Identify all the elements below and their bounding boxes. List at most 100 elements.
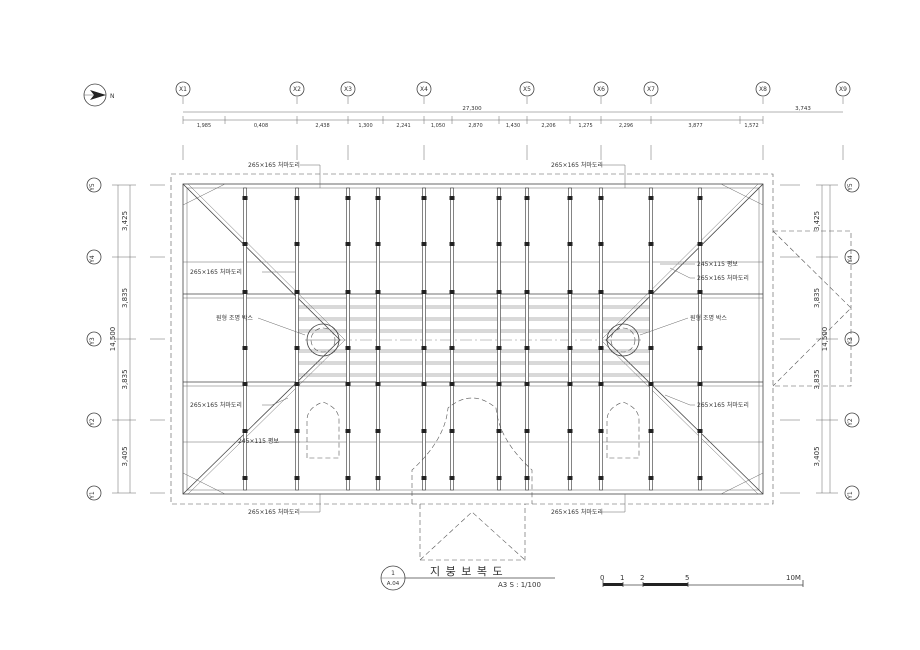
top-dim-value: 1,300 <box>358 123 372 129</box>
grid-bubble-y-right <box>844 412 860 428</box>
grid-label-x: X6 <box>597 86 605 93</box>
grid-bubble-y-left <box>86 485 102 501</box>
grid-bubble-y-right <box>844 177 860 193</box>
label-eave-left-upper: 265×165 처마도리 <box>190 268 242 276</box>
top-dimensions: 27,300 3,743 1,985 0,408 2,438 1,300 2,241 1,… <box>182 106 843 129</box>
grid-label-x: X8 <box>759 86 767 93</box>
title-sheet: A.04 <box>387 581 400 587</box>
grid-label-x: X4 <box>420 86 428 93</box>
grid-bubble-y-right <box>844 485 860 501</box>
top-dim-value: 1,985 <box>197 123 211 129</box>
top-dim-value: 3,877 <box>688 123 702 129</box>
top-dim-value: 2,296 <box>619 123 633 129</box>
drawing-title: 지 붕 보 복 도 <box>430 565 504 578</box>
grid-label-y-right: Y3 <box>847 337 854 346</box>
top-dim-value: 1,275 <box>578 123 592 129</box>
grid-label-y-right: Y5 <box>847 183 854 192</box>
label-eave-left-lower: 265×165 처마도리 <box>190 401 242 409</box>
top-extra-dim: 3,743 <box>795 106 811 112</box>
left-dim-value: 3,405 <box>121 446 129 466</box>
north-label: N <box>110 93 115 100</box>
grid-label-y-left: Y2 <box>89 418 96 427</box>
right-total-dim: 14,500 <box>821 327 829 352</box>
grid-label-y-left: Y3 <box>89 337 96 346</box>
grid-label-x: X5 <box>523 86 531 93</box>
scale-bar: 0 1 2 5 10M <box>600 574 804 587</box>
grid-label-x: X7 <box>647 86 655 93</box>
top-dim-value: 2,870 <box>468 123 482 129</box>
title-number: 1 <box>391 570 395 577</box>
label-eave-right-upper: 265×165 처마도리 <box>697 274 749 282</box>
label-beam-upper: 245×115 평보 <box>697 260 738 268</box>
grid-bubble-x <box>755 81 771 97</box>
scale-label-1: 1 <box>620 574 624 582</box>
label-eave-right-lower: 265×165 처마도리 <box>697 401 749 409</box>
annotation-labels: 265×165 처마도리 265×165 처마도리 265×165 처마도리 2… <box>190 161 749 516</box>
grid-label-x: X9 <box>839 86 847 93</box>
grid-bubble-x <box>519 81 535 97</box>
scale-label-2: 2 <box>640 574 644 582</box>
round-light-box-left <box>305 323 341 357</box>
top-dim-value: 2,206 <box>541 123 555 129</box>
grid-bubble-x <box>835 81 851 97</box>
scale-label-10m: 10M <box>786 574 801 582</box>
left-dim-value: 3,835 <box>121 288 129 308</box>
label-eave-top-right: 265×165 처마도리 <box>551 161 603 169</box>
scale-label-0: 0 <box>600 574 604 582</box>
top-dim-value: 0,408 <box>254 123 268 129</box>
horizontal-beams <box>183 261 763 443</box>
grid-label-x: X1 <box>179 86 187 93</box>
grid-bubble-x <box>643 81 659 97</box>
grid-bubble-x <box>593 81 609 97</box>
grid-label-y-left: Y5 <box>89 183 96 192</box>
north-arrow-icon: N <box>83 83 115 107</box>
grid-label-y-right: Y4 <box>847 255 854 264</box>
right-dimensions: 14,500 3,425 3,835 3,835 3,405 <box>813 185 831 493</box>
top-dim-value: 1,430 <box>506 123 520 129</box>
grid-bubble-y-left <box>86 249 102 265</box>
grid-label-y-right: Y2 <box>847 418 854 427</box>
drawing-title-block: 1 A.04 지 붕 보 복 도 A3 S : 1/100 <box>380 565 555 591</box>
roof-outline <box>170 173 852 561</box>
label-beam-lower: 245×115 평보 <box>238 437 279 445</box>
grid-bubble-y-left <box>86 177 102 193</box>
grid-bubble-y-right <box>844 249 860 265</box>
left-dim-value: 3,425 <box>121 211 129 231</box>
scale-label-5: 5 <box>685 574 689 582</box>
leader-lines <box>257 164 695 513</box>
top-dim-value: 1,050 <box>431 123 445 129</box>
grid-x-axes: X1 X2 X3 X4 X5 X6 X7 X8 X9 <box>175 81 851 160</box>
top-dim-value: 1,572 <box>744 123 758 129</box>
right-dim-value: 3,405 <box>813 446 821 466</box>
grid-label-x: X3 <box>344 86 352 93</box>
label-eave-bottom-left: 265×165 처마도리 <box>248 508 300 516</box>
grid-label-x: X2 <box>293 86 301 93</box>
grid-bubble-y-left <box>86 331 102 347</box>
grid-bubble-x <box>175 81 191 97</box>
hip-rafters <box>182 183 764 495</box>
label-light-left: 원형 조명 박스 <box>216 314 253 322</box>
top-dim-value: 2,438 <box>315 123 329 129</box>
left-dim-value: 3,835 <box>121 369 129 389</box>
grid-bubble-x <box>416 81 432 97</box>
top-total-dim: 27,300 <box>462 106 482 112</box>
right-dim-value: 3,835 <box>813 288 821 308</box>
round-light-box-right <box>605 323 641 357</box>
right-dim-value: 3,835 <box>813 369 821 389</box>
grid-bubble-x <box>340 81 356 97</box>
drawing-scale: A3 S : 1/100 <box>498 581 541 589</box>
grid-label-y-left: Y4 <box>89 255 96 264</box>
top-dim-value: 2,241 <box>396 123 410 129</box>
label-eave-top-left: 265×165 처마도리 <box>248 161 300 169</box>
grid-label-y-left: Y1 <box>89 491 96 500</box>
label-light-right: 원형 조명 박스 <box>690 314 727 322</box>
grid-bubble-y-left <box>86 412 102 428</box>
right-dim-value: 3,425 <box>813 211 821 231</box>
grid-bubble-y-right <box>844 331 860 347</box>
vertical-rafters <box>242 187 703 491</box>
label-eave-bottom-right: 265×165 처마도리 <box>551 508 603 516</box>
arched-openings <box>306 397 640 504</box>
